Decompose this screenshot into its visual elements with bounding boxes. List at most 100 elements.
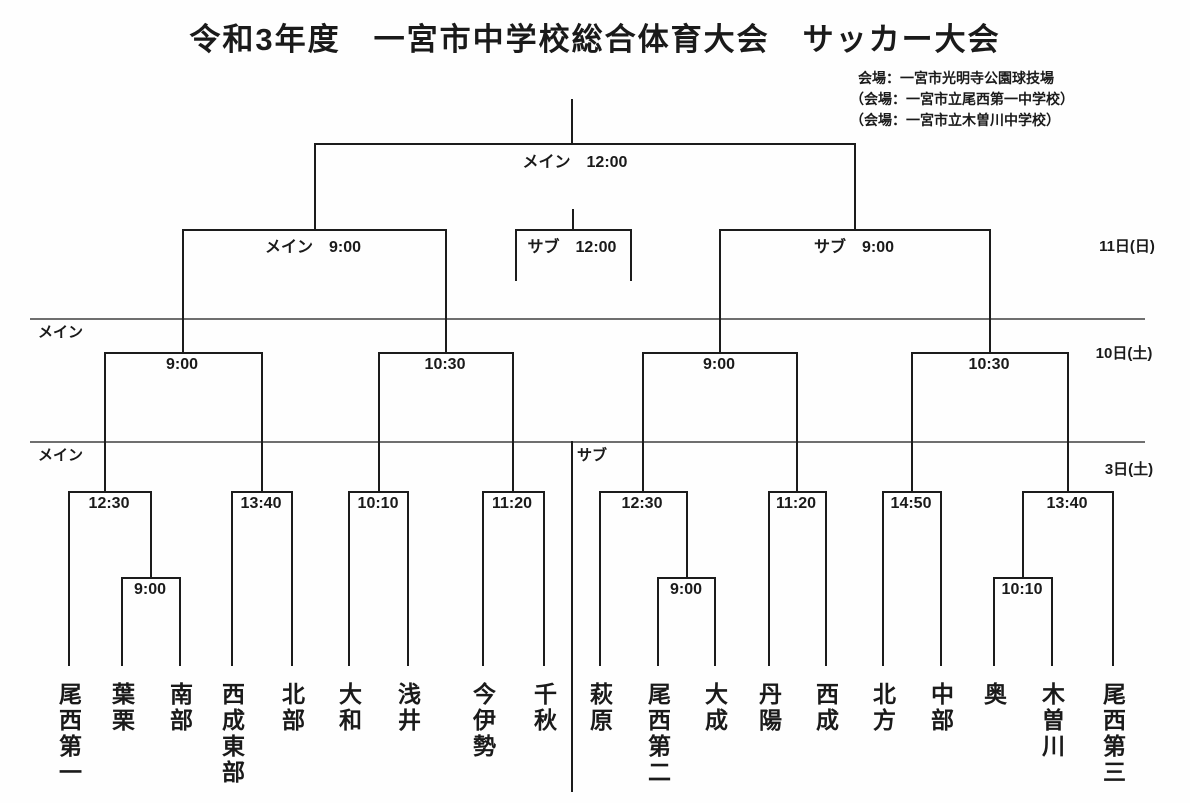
bracket-line-v bbox=[407, 491, 409, 666]
qf-left2-time: 10:30 bbox=[424, 356, 466, 373]
bracket-line-h bbox=[515, 229, 632, 231]
bracket-line-v bbox=[378, 352, 380, 491]
playin-left-time: 9:00 bbox=[133, 581, 167, 598]
team-name: 千秋 bbox=[530, 682, 557, 734]
bracket-line-v bbox=[768, 491, 770, 666]
bracket-line-v bbox=[854, 143, 856, 229]
venue-line: （会場：一宮市立尾西第一中学校） bbox=[850, 91, 1074, 107]
bracket-line-v bbox=[572, 209, 574, 229]
bracket-line-v bbox=[571, 441, 573, 792]
third-place-match-label: サブ 12:00 bbox=[527, 239, 617, 256]
bracket-line-h bbox=[911, 352, 1069, 354]
team-name: 尾西第一 bbox=[55, 682, 82, 786]
bracket-line-h bbox=[314, 143, 856, 145]
bracket-line-v bbox=[630, 229, 632, 281]
bracket-line-v bbox=[231, 491, 233, 666]
r1-right4-time: 13:40 bbox=[1046, 495, 1088, 512]
team-name: 萩原 bbox=[586, 682, 613, 734]
bracket-line-v bbox=[314, 143, 316, 229]
bracket-line-v bbox=[1067, 352, 1069, 491]
team-name: 奥 bbox=[980, 682, 1007, 708]
bracket-line-v bbox=[719, 229, 721, 352]
r1-left1-time: 12:30 bbox=[88, 495, 130, 512]
team-name: 南部 bbox=[166, 682, 193, 734]
bracket-line-v bbox=[1051, 577, 1053, 666]
playin-right2-time: 10:10 bbox=[1001, 581, 1043, 598]
section-label-sub-lower: サブ bbox=[577, 447, 608, 464]
bracket-line-h bbox=[348, 491, 409, 493]
bracket-line-h bbox=[599, 491, 688, 493]
bracket-line-v bbox=[599, 491, 601, 666]
day-label-final: 11日(日) bbox=[1099, 238, 1155, 255]
bracket-line-h bbox=[993, 577, 1053, 579]
bracket-line-v bbox=[179, 577, 181, 666]
team-name: 北部 bbox=[278, 682, 305, 734]
r1-right1-time: 12:30 bbox=[621, 495, 663, 512]
bracket-line-v bbox=[642, 352, 644, 491]
bracket-line-h bbox=[378, 352, 514, 354]
team-name: 中部 bbox=[927, 682, 954, 734]
playin-right1-time: 9:00 bbox=[669, 581, 703, 598]
bracket-line-v bbox=[796, 352, 798, 491]
bracket-line-v bbox=[482, 491, 484, 666]
qf-left1-time: 9:00 bbox=[165, 356, 199, 373]
bracket-line-v bbox=[911, 352, 913, 491]
bracket-line-v bbox=[686, 491, 688, 577]
team-name: 尾西第三 bbox=[1099, 682, 1126, 786]
bracket-line-v bbox=[657, 577, 659, 666]
bracket-line-h bbox=[642, 352, 798, 354]
r1-left2-time: 13:40 bbox=[240, 495, 282, 512]
bracket-line-h bbox=[768, 491, 827, 493]
r1-right3-time: 14:50 bbox=[890, 495, 932, 512]
bracket-line-v bbox=[445, 229, 447, 352]
team-name: 大和 bbox=[335, 682, 362, 734]
team-name: 丹陽 bbox=[755, 682, 782, 734]
semifinal-left-label: メイン 9:00 bbox=[264, 239, 362, 256]
bracket-line-v bbox=[825, 491, 827, 666]
bracket-line-v bbox=[68, 491, 70, 666]
team-name: 葉栗 bbox=[108, 682, 135, 734]
bracket-line-v bbox=[150, 491, 152, 577]
bracket-line-v bbox=[104, 352, 106, 491]
team-name: 木曽川 bbox=[1038, 682, 1065, 760]
team-name: 西成東部 bbox=[218, 682, 245, 786]
team-name: 尾西第二 bbox=[644, 682, 671, 786]
bracket-line-h bbox=[719, 229, 991, 231]
bracket-line-v bbox=[348, 491, 350, 666]
bracket-line-h bbox=[104, 352, 263, 354]
bracket-line-h bbox=[182, 229, 447, 231]
bracket-line-v bbox=[882, 491, 884, 666]
bracket-line-v bbox=[121, 577, 123, 666]
bracket-line-v bbox=[543, 491, 545, 666]
bracket-line-v bbox=[993, 577, 995, 666]
team-name: 西成 bbox=[812, 682, 839, 734]
section-divider-line bbox=[30, 318, 1145, 320]
bracket-line-v bbox=[182, 229, 184, 352]
semifinal-right-label: サブ 9:00 bbox=[813, 239, 895, 256]
bracket-line-v bbox=[989, 229, 991, 352]
r1-left4-time: 11:20 bbox=[491, 495, 533, 512]
qf-right2-time: 10:30 bbox=[968, 356, 1010, 373]
final-match-label: メイン 12:00 bbox=[522, 154, 628, 171]
bracket-line-v bbox=[714, 577, 716, 666]
venue-list: 会場：一宮市光明寺公園球技場 （会場：一宮市立尾西第一中学校） （会場：一宮市立… bbox=[850, 68, 1074, 131]
section-label-main-lower: メイン bbox=[38, 447, 84, 464]
section-divider-line bbox=[30, 441, 1145, 443]
bracket-line-v bbox=[1022, 491, 1024, 577]
venue-line: （会場：一宮市立木曽川中学校） bbox=[850, 112, 1060, 128]
day-label-qf: 10日(土) bbox=[1095, 345, 1153, 362]
bracket-line-v bbox=[940, 491, 942, 666]
bracket-line-h bbox=[121, 577, 181, 579]
venue-line: 会場：一宮市光明寺公園球技場 bbox=[858, 70, 1054, 86]
bracket-line-h bbox=[482, 491, 545, 493]
bracket-line-h bbox=[882, 491, 942, 493]
team-name: 今伊勢 bbox=[469, 682, 496, 760]
team-name: 大成 bbox=[701, 682, 728, 734]
bracket-line-h bbox=[68, 491, 152, 493]
bracket-line-v bbox=[291, 491, 293, 666]
day-label-r1: 3日(土) bbox=[1104, 461, 1154, 478]
bracket-line-v bbox=[261, 352, 263, 491]
section-label-main-upper: メイン bbox=[38, 324, 84, 341]
bracket-line-v bbox=[515, 229, 517, 281]
